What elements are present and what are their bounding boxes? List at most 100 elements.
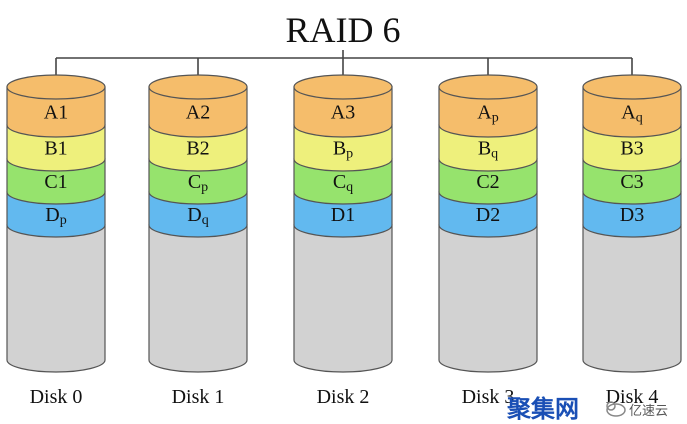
disk-top-cap [582,74,682,100]
disk-empty-space [6,224,106,373]
block-label-sub: 2 [200,138,210,160]
block-label: C2 [476,171,499,193]
block-label: D1 [331,204,355,226]
disk-empty-space [293,224,393,373]
disk-band-d [293,191,393,238]
disk-band-a [582,86,682,138]
disk-top-cap [438,74,538,100]
disk-top-cap [6,74,106,100]
block-label-main: A [186,102,201,124]
block-label-main: B [186,138,199,160]
block-label: B1 [44,138,67,160]
block-label-sub: 2 [200,102,210,124]
block-label: A2 [186,102,210,124]
block-label-sub: p [346,147,353,162]
disk-band-c [148,158,248,205]
block-label-main: D [331,204,345,226]
block-label-sub: 3 [345,102,355,124]
disk-empty-space [148,224,248,373]
block-label: B3 [620,138,643,160]
block-label: C1 [44,171,67,193]
block-label-sub: 2 [490,204,500,226]
disk-band-d [438,191,538,238]
block-label: Dp [45,204,66,228]
block-label: Cq [333,171,353,195]
cloud-logo-icon [606,401,626,417]
disk-label: Disk 4 [606,386,659,408]
disk-empty-space [582,224,682,373]
block-label-sub: q [636,111,643,126]
disk-band-b [148,124,248,172]
block-label-sub: 3 [634,171,644,193]
block-label-main: D [476,204,490,226]
block-label-main: C [476,171,489,193]
block-label-sub: 3 [634,138,644,160]
block-label: Bp [333,138,353,162]
block-label-main: C [44,171,57,193]
block-label-sub: p [60,213,67,228]
disk-band-a [148,86,248,138]
block-label: Cp [188,171,208,195]
disk-band-b [438,124,538,172]
disk-band-c [438,158,538,205]
block-label-main: B [620,138,633,160]
block-label-main: D [187,204,201,226]
block-label-main: B [478,138,491,160]
block-label-sub: q [491,147,498,162]
disk-top-cap [148,74,248,100]
block-label: A3 [331,102,355,124]
block-label-main: A [477,102,492,124]
block-label: Bq [478,138,498,162]
block-label: Ap [477,102,498,126]
block-label: C3 [620,171,643,193]
block-label: A1 [44,102,68,124]
block-label-main: A [331,102,346,124]
block-label-sub: 1 [58,171,68,193]
block-label-sub: 1 [58,102,68,124]
block-label-sub: p [492,111,499,126]
disk-label: Disk 2 [317,386,370,408]
block-label-sub: 1 [58,138,68,160]
disk-top-cap [293,74,393,100]
disk-label: Disk 0 [30,386,83,408]
block-label: D3 [620,204,644,226]
disk-band-c [6,158,106,205]
watermark-brand: 聚集网 [506,395,579,423]
block-label-sub: p [201,180,208,195]
block-label-sub: 1 [345,204,355,226]
disk-band-a [438,86,538,138]
disk-band-c [582,158,682,205]
disk-label: Disk 3 [462,386,515,408]
disk-empty-space [438,224,538,373]
disk-band-a [293,86,393,138]
block-label: Aq [621,102,642,126]
disk-band-b [293,124,393,172]
block-label-main: D [45,204,59,226]
block-label-main: C [188,171,201,193]
disk-band-b [6,124,106,172]
disk-band-c [293,158,393,205]
disk-band-d [148,191,248,238]
block-label-main: A [621,102,636,124]
diagram-title: RAID 6 [286,10,401,50]
disk-band-b [582,124,682,172]
block-label: Dq [187,204,208,228]
disk-label: Disk 1 [172,386,225,408]
block-label-main: B [44,138,57,160]
block-label: D2 [476,204,500,226]
block-label: B2 [186,138,209,160]
disk-band-d [6,191,106,238]
block-label-main: A [44,102,59,124]
watermark: 聚集网 亿速云 [506,395,668,423]
block-label-sub: q [202,213,209,228]
block-label-main: C [620,171,633,193]
block-label-main: D [620,204,634,226]
block-label-sub: 2 [490,171,500,193]
